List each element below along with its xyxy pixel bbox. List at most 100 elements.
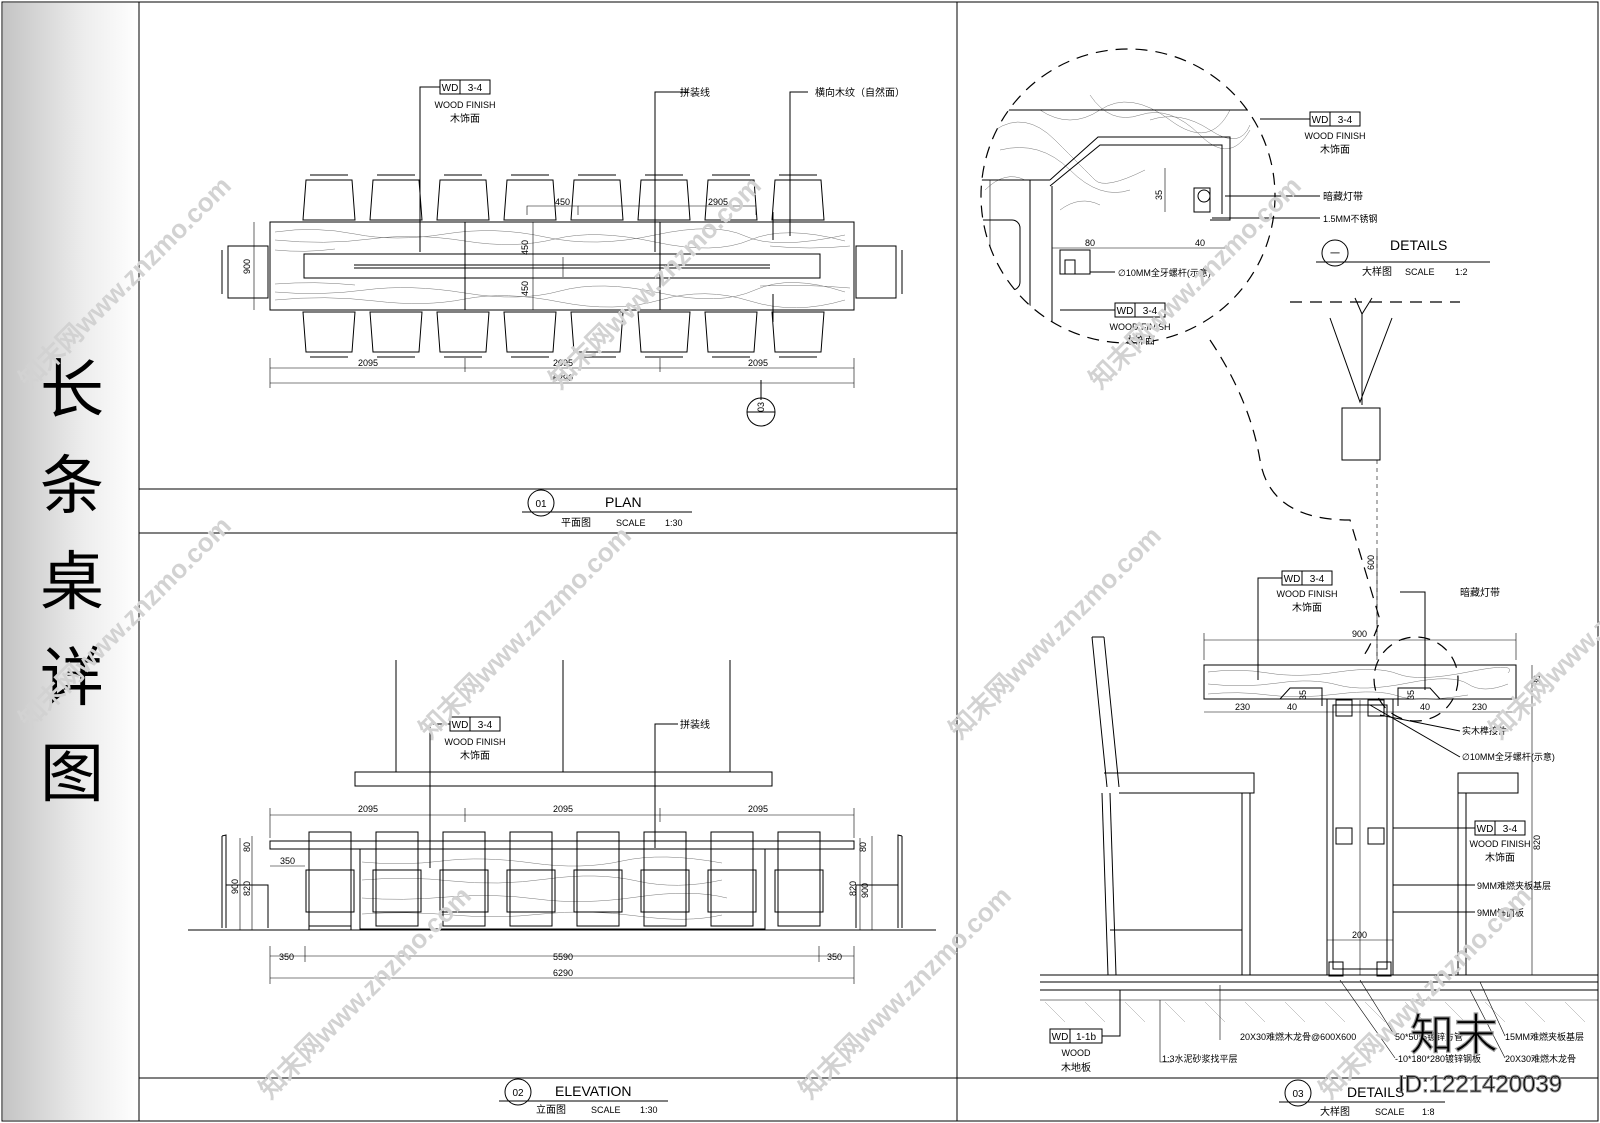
- svg-text:WD: WD: [1052, 1032, 1069, 1043]
- svg-text:80: 80: [1085, 238, 1095, 248]
- svg-text:实木榫接件: 实木榫接件: [1462, 725, 1507, 736]
- callout-leader-dashed: [1209, 339, 1381, 661]
- svg-text:9MM难燃夹板基层: 9MM难燃夹板基层: [1477, 880, 1551, 891]
- svg-text:暗藏灯带: 暗藏灯带: [1460, 586, 1500, 599]
- plan-table-top: [269, 221, 855, 311]
- elevation-joint-note: 拼装线: [654, 718, 710, 848]
- svg-text:820: 820: [1532, 835, 1542, 850]
- pendant-lamp: [354, 771, 773, 787]
- svg-text:40: 40: [1195, 238, 1205, 248]
- svg-text:820: 820: [242, 881, 252, 896]
- svg-text:40: 40: [1287, 702, 1297, 712]
- detail-pedestal: [1279, 687, 1441, 977]
- svg-text:-10*180*280镀锌钢板: -10*180*280镀锌钢板: [1395, 1053, 1481, 1064]
- svg-text:知末网www.znzmo.com: 知末网www.znzmo.com: [943, 520, 1167, 744]
- elevation-table-base: [359, 848, 766, 930]
- title-sidebar: [3, 3, 139, 1120]
- svg-text:WD: WD: [1284, 574, 1301, 585]
- svg-text:200: 200: [1352, 930, 1367, 940]
- svg-text:WD: WD: [452, 720, 469, 731]
- svg-text:SCALE: SCALE: [616, 518, 646, 528]
- detail-bottom-notes: 暗藏灯带 实木榫接件 ∅10MM全牙螺杆(示意) 9MM难燃夹板基层 9MM饰面…: [1159, 586, 1584, 1064]
- detail-top-view: WD 3-4 WOOD FINISH 木饰面 暗藏灯带 1.5MM不锈钢 ∅10…: [980, 48, 1490, 347]
- detail-bottom-title-block: 03 DETAILS 大样图 SCALE 1:8: [1279, 1079, 1445, 1118]
- svg-text:平面图: 平面图: [561, 517, 591, 529]
- svg-text:1:30: 1:30: [665, 518, 683, 528]
- svg-text:大样图: 大样图: [1362, 265, 1392, 278]
- svg-text:350: 350: [827, 952, 842, 962]
- svg-text:木饰面: 木饰面: [1320, 143, 1350, 156]
- svg-text:SCALE: SCALE: [1405, 267, 1435, 277]
- svg-text:拼装线: 拼装线: [680, 86, 710, 99]
- title-char-5: 图: [40, 738, 104, 812]
- detail-top-tag-2: WD 3-4 WOOD FINISH 木饰面: [1060, 302, 1171, 347]
- svg-text:3-4: 3-4: [1503, 824, 1518, 835]
- svg-text:2905: 2905: [708, 197, 728, 207]
- svg-text:03: 03: [1292, 1089, 1304, 1100]
- svg-text:03: 03: [756, 402, 766, 412]
- svg-text:知末网www.znzmo.com: 知末网www.znzmo.com: [413, 520, 637, 744]
- svg-text:立面图: 立面图: [536, 1103, 566, 1116]
- svg-text:35: 35: [1154, 190, 1164, 200]
- svg-text:SCALE: SCALE: [1375, 1107, 1405, 1117]
- svg-text:3-4: 3-4: [1310, 574, 1325, 585]
- svg-text:WD: WD: [442, 83, 459, 94]
- title-char-1: 长: [40, 354, 104, 428]
- svg-text:230: 230: [1472, 702, 1487, 712]
- svg-text:横向木纹（自然面）: 横向木纹（自然面）: [815, 86, 905, 99]
- svg-text:3-4: 3-4: [468, 83, 483, 94]
- svg-text:木饰面: 木饰面: [450, 112, 480, 125]
- svg-text:02: 02: [512, 1088, 524, 1099]
- svg-text:木饰面: 木饰面: [460, 749, 490, 762]
- svg-text:大样图: 大样图: [1320, 1105, 1350, 1118]
- svg-text:∅10MM全牙螺杆(示意): ∅10MM全牙螺杆(示意): [1118, 267, 1211, 278]
- svg-text:350: 350: [280, 856, 295, 866]
- svg-text:知末: 知末: [1410, 1011, 1498, 1060]
- svg-text:50*50*5镀锌方管: 50*50*5镀锌方管: [1395, 1031, 1463, 1042]
- svg-text:900: 900: [1352, 629, 1367, 639]
- plan-grain-note: 横向木纹（自然面）: [789, 86, 905, 236]
- svg-text:35: 35: [1298, 690, 1308, 700]
- detail-bottom-view: WD 3-4 WOOD FINISH 木饰面 WD 3-4 WOOD FINIS…: [1040, 552, 1598, 1118]
- svg-text:WD: WD: [1117, 306, 1134, 317]
- detail-floor: [1040, 974, 1598, 1023]
- svg-text:20X30难燃木龙骨: 20X30难燃木龙骨: [1505, 1053, 1576, 1064]
- detail-top-dimensions: 35 80 40: [1052, 168, 1230, 249]
- detail-callout-small: [1373, 636, 1459, 722]
- svg-text:1-1b: 1-1b: [1076, 1032, 1096, 1043]
- plan-title-block: 01 PLAN 平面图 SCALE 1:30: [522, 489, 692, 529]
- svg-text:知末网www.znzmo.com: 知末网www.znzmo.com: [793, 880, 1017, 1104]
- title-char-4: 详: [40, 642, 104, 716]
- svg-text:木饰面: 木饰面: [1125, 334, 1155, 347]
- svg-text:2095: 2095: [748, 804, 768, 814]
- svg-text:900: 900: [860, 883, 870, 898]
- hanging-lamp-detail: [1329, 297, 1393, 660]
- svg-text:PLAN: PLAN: [605, 494, 642, 510]
- svg-text:木地板: 木地板: [1061, 1061, 1091, 1074]
- svg-text:3-4: 3-4: [478, 720, 493, 731]
- detail-top-notes: 暗藏灯带 1.5MM不锈钢 ∅10MM全牙螺杆(示意): [1090, 190, 1378, 278]
- svg-text:WD: WD: [1477, 824, 1494, 835]
- svg-text:6290: 6290: [553, 373, 573, 383]
- plan-chair-left: [221, 245, 269, 299]
- svg-text:WOOD: WOOD: [1062, 1048, 1091, 1058]
- svg-text:450: 450: [555, 197, 570, 207]
- svg-text:1.5MM不锈钢: 1.5MM不锈钢: [1323, 213, 1378, 224]
- svg-text:2095: 2095: [553, 358, 573, 368]
- svg-text:2095: 2095: [358, 358, 378, 368]
- svg-text:DETAILS: DETAILS: [1390, 237, 1447, 253]
- svg-text:SCALE: SCALE: [591, 1105, 621, 1115]
- elevation-title-block: 02 ELEVATION 立面图 SCALE 1:30: [499, 1078, 668, 1116]
- svg-text:600: 600: [1366, 555, 1376, 570]
- svg-text:40: 40: [1420, 702, 1430, 712]
- elevation-dimensions: 2095 2095 2095 350 900 820 80 80 900 820…: [230, 804, 873, 984]
- title-char-2: 条: [40, 450, 104, 524]
- plan-joint-note: 拼装线: [654, 86, 710, 252]
- svg-text:900: 900: [242, 259, 252, 274]
- svg-text:拼装线: 拼装线: [680, 718, 710, 731]
- svg-text:450: 450: [520, 281, 530, 296]
- svg-text:900: 900: [230, 879, 240, 894]
- svg-text:5590: 5590: [553, 952, 573, 962]
